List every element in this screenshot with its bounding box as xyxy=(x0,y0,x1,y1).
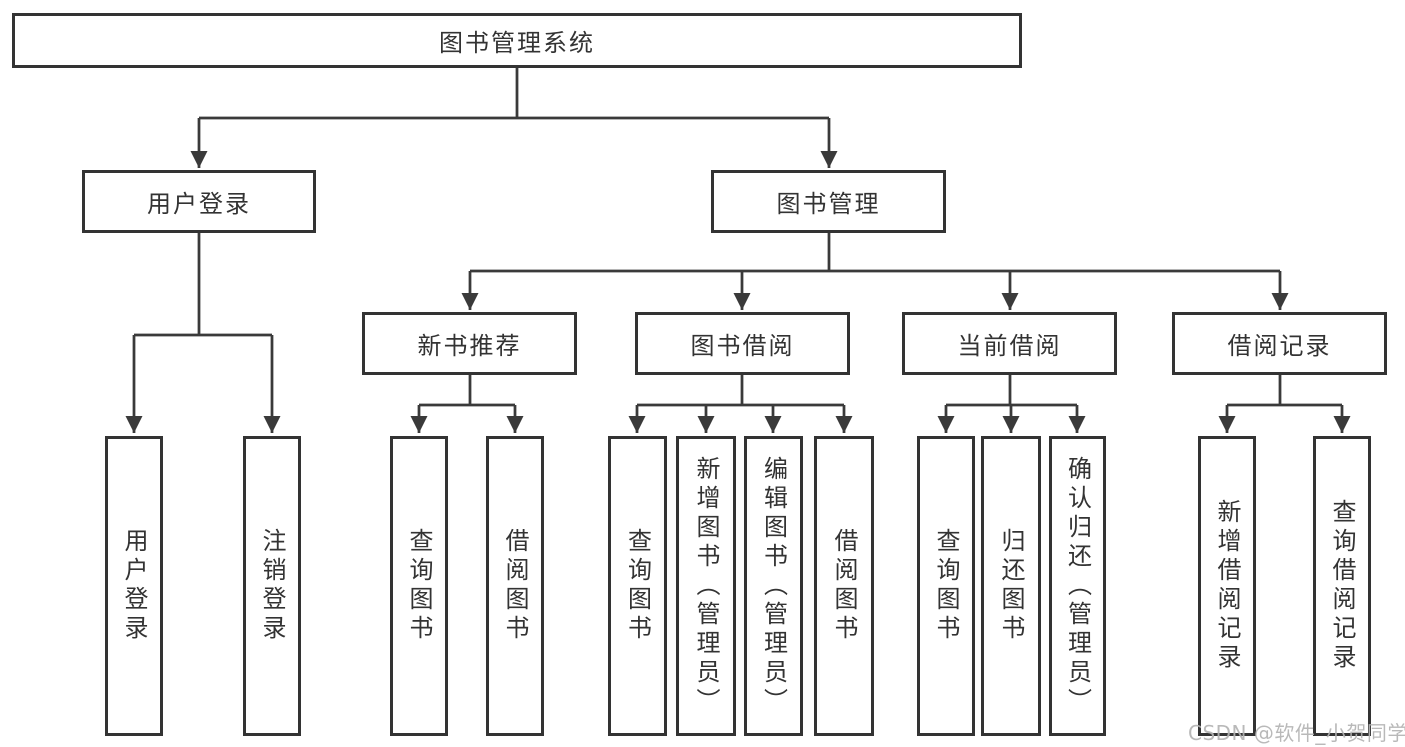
node-book-management: 图书管理 xyxy=(711,170,946,233)
leaf-borrow-books-recommend-label: 借阅图书 xyxy=(501,528,529,644)
leaf-query-borrow-record: 查询借阅记录 xyxy=(1313,436,1371,736)
leaf-confirm-return-admin: 确认归还（管理员） xyxy=(1049,436,1106,736)
node-root-label: 图书管理系统 xyxy=(439,29,595,57)
node-borrow-records-label: 借阅记录 xyxy=(1227,332,1332,360)
leaf-query-books-borrow: 查询图书 xyxy=(608,436,667,736)
leaf-logout-label: 注销登录 xyxy=(258,528,286,644)
node-book-management-label: 图书管理 xyxy=(776,190,881,218)
leaf-logout: 注销登录 xyxy=(243,436,301,736)
leaf-add-borrow-record-label: 新增借阅记录 xyxy=(1213,499,1241,673)
leaf-borrow-books-borrow: 借阅图书 xyxy=(814,436,874,736)
node-user-login: 用户登录 xyxy=(82,170,316,233)
leaf-query-books-borrow-label: 查询图书 xyxy=(623,528,652,644)
node-current-borrow: 当前借阅 xyxy=(902,312,1117,375)
leaf-edit-book-admin: 编辑图书（管理员） xyxy=(744,436,803,736)
node-user-login-label: 用户登录 xyxy=(147,190,251,218)
leaf-return-books: 归还图书 xyxy=(981,436,1041,736)
leaf-query-books-recommend-label: 查询图书 xyxy=(405,528,433,644)
node-current-borrow-label: 当前借阅 xyxy=(957,332,1062,360)
watermark: CSDN @软件_小贺同学 xyxy=(1188,721,1405,745)
leaf-add-book-admin: 新增图书（管理员） xyxy=(676,436,736,736)
node-new-book-recommend-label: 新书推荐 xyxy=(417,332,522,360)
node-borrow-records: 借阅记录 xyxy=(1172,312,1387,375)
leaf-add-borrow-record: 新增借阅记录 xyxy=(1198,436,1256,736)
node-new-book-recommend: 新书推荐 xyxy=(362,312,577,375)
leaf-query-books-current: 查询图书 xyxy=(917,436,975,736)
leaf-borrow-books-recommend: 借阅图书 xyxy=(486,436,544,736)
node-book-borrow-label: 图书借阅 xyxy=(690,332,795,360)
node-book-borrow: 图书借阅 xyxy=(635,312,850,375)
leaf-user-login: 用户登录 xyxy=(105,436,163,736)
leaf-return-books-label: 归还图书 xyxy=(997,528,1025,644)
node-root: 图书管理系统 xyxy=(12,13,1022,68)
leaf-confirm-return-admin-label: 确认归还（管理员） xyxy=(1063,455,1092,717)
leaf-query-books-current-label: 查询图书 xyxy=(932,528,960,644)
leaf-query-books-recommend: 查询图书 xyxy=(390,436,448,736)
leaf-user-login-label: 用户登录 xyxy=(120,528,148,644)
leaf-query-borrow-record-label: 查询借阅记录 xyxy=(1328,499,1356,673)
leaf-add-book-admin-label: 新增图书（管理员） xyxy=(692,455,720,717)
leaf-edit-book-admin-label: 编辑图书（管理员） xyxy=(759,455,788,717)
leaf-borrow-books-borrow-label: 借阅图书 xyxy=(830,528,858,644)
